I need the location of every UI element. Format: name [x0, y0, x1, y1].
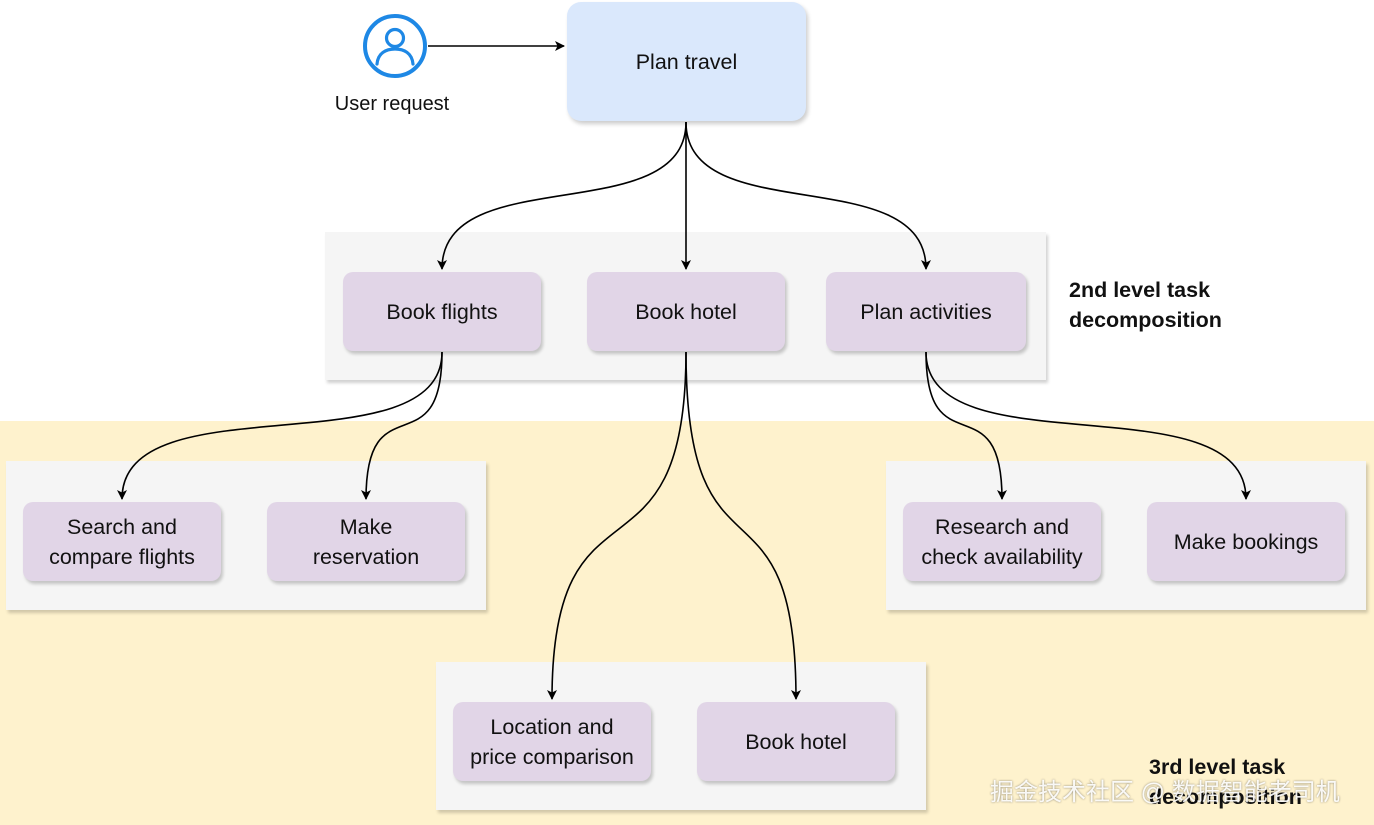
book-hotel-node[interactable]: Book hotel [587, 272, 785, 351]
research-check-availability-node[interactable]: Research and check availability [903, 502, 1101, 581]
make-bookings-node[interactable]: Make bookings [1147, 502, 1345, 581]
edge-activities-to-research [925, 351, 1007, 500]
level3-label: 3rd level task decomposition [1149, 755, 1302, 809]
search-compare-flights-node[interactable]: Search and compare flights [23, 502, 221, 581]
make-reservation-node[interactable]: Make reservation [267, 502, 465, 581]
edge-hotel-to-location [547, 351, 687, 700]
location-price-comparison-node[interactable]: Location and price comparison [453, 702, 651, 781]
level2-label: 2nd level task decomposition [1069, 278, 1222, 332]
edge-flights-to-reservation [361, 351, 443, 500]
plan-activities-node[interactable]: Plan activities [826, 272, 1026, 351]
watermark: 掘金技术社区 @ 数据智能老司机 [990, 779, 1340, 806]
edge-flights-to-search [117, 351, 443, 500]
edge-hotel-to-book-hotel [685, 351, 801, 700]
book-hotel-subtask-node[interactable]: Book hotel [697, 702, 895, 781]
user-icon [362, 13, 428, 79]
book-flights-node[interactable]: Book flights [343, 272, 541, 351]
edge-plan-to-plan-activities [685, 121, 931, 270]
edge-activities-to-bookings [925, 351, 1251, 500]
edge-plan-to-book-flights [437, 121, 687, 270]
plan-travel-node[interactable]: Plan travel [567, 2, 806, 121]
user-request-label: User request [334, 93, 450, 115]
